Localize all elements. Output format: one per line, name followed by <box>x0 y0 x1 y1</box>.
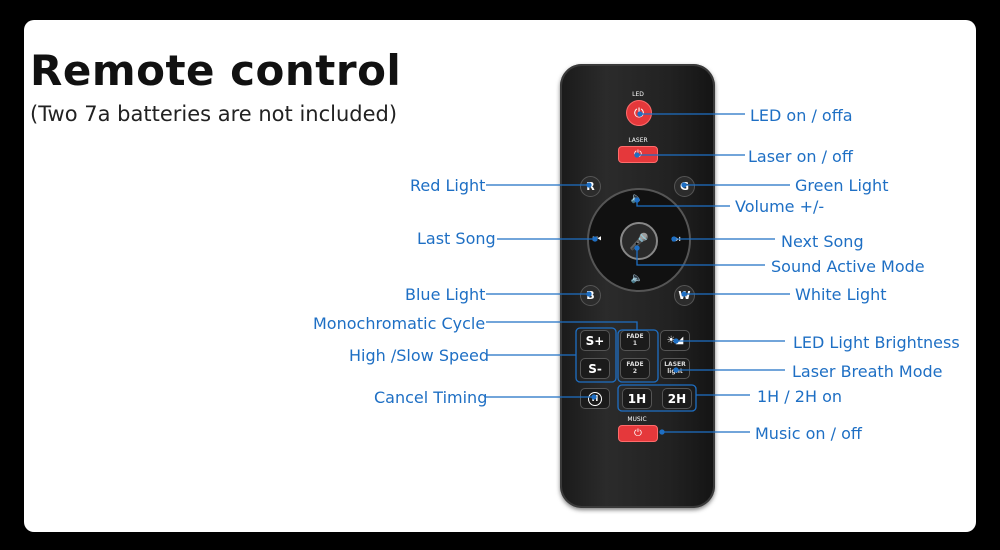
label-sound-active: Sound Active Mode <box>771 257 925 276</box>
label-led-brightness: LED Light Brightness <box>793 333 960 352</box>
timer-1h-button[interactable]: 1H <box>622 388 652 409</box>
label-laser-on: Laser on / off <box>748 147 853 166</box>
fade2-button[interactable]: FADE 2 <box>620 358 650 379</box>
page-title: Remote control <box>30 46 402 95</box>
speaker-icon: 🔈 <box>630 272 644 284</box>
label-mono-cycle: Monochromatic Cycle <box>313 314 486 333</box>
label-music-on: Music on / off <box>755 424 862 443</box>
music-caption: MUSIC <box>627 416 647 423</box>
label-1h-2h: 1H / 2H on <box>757 387 842 406</box>
led-caption: LED <box>632 91 644 98</box>
label-blue-light: Blue Light <box>405 285 486 304</box>
label-last-song: Last Song <box>417 229 496 248</box>
label-next-song: Next Song <box>781 232 864 251</box>
label-volume: Volume +/- <box>735 197 825 216</box>
label-led-on: LED on / offa <box>750 106 853 125</box>
speed-up-button[interactable]: S+ <box>580 330 610 351</box>
timer-2h-button[interactable]: 2H <box>662 388 692 409</box>
label-red-light: Red Light <box>410 176 486 195</box>
page-subtitle: (Two 7a batteries are not included) <box>30 102 398 126</box>
label-white-light: White Light <box>795 285 887 304</box>
volume-down-button[interactable]: 🔈 <box>628 271 646 285</box>
speed-down-button[interactable]: S- <box>580 358 610 379</box>
background-card <box>24 20 976 532</box>
music-power-button[interactable]: ⏻ <box>618 425 658 442</box>
label-laser-breath: Laser Breath Mode <box>792 362 943 381</box>
sound-active-button[interactable]: 🎤 <box>620 222 658 260</box>
label-cancel-timing: Cancel Timing <box>374 388 488 407</box>
laser-caption: LASER <box>628 137 648 144</box>
power-icon: ⏻ <box>634 428 642 439</box>
label-green-light: Green Light <box>795 176 889 195</box>
microphone-icon: 🎤 <box>629 231 649 251</box>
label-high-slow: High /Slow Speed <box>349 346 489 365</box>
